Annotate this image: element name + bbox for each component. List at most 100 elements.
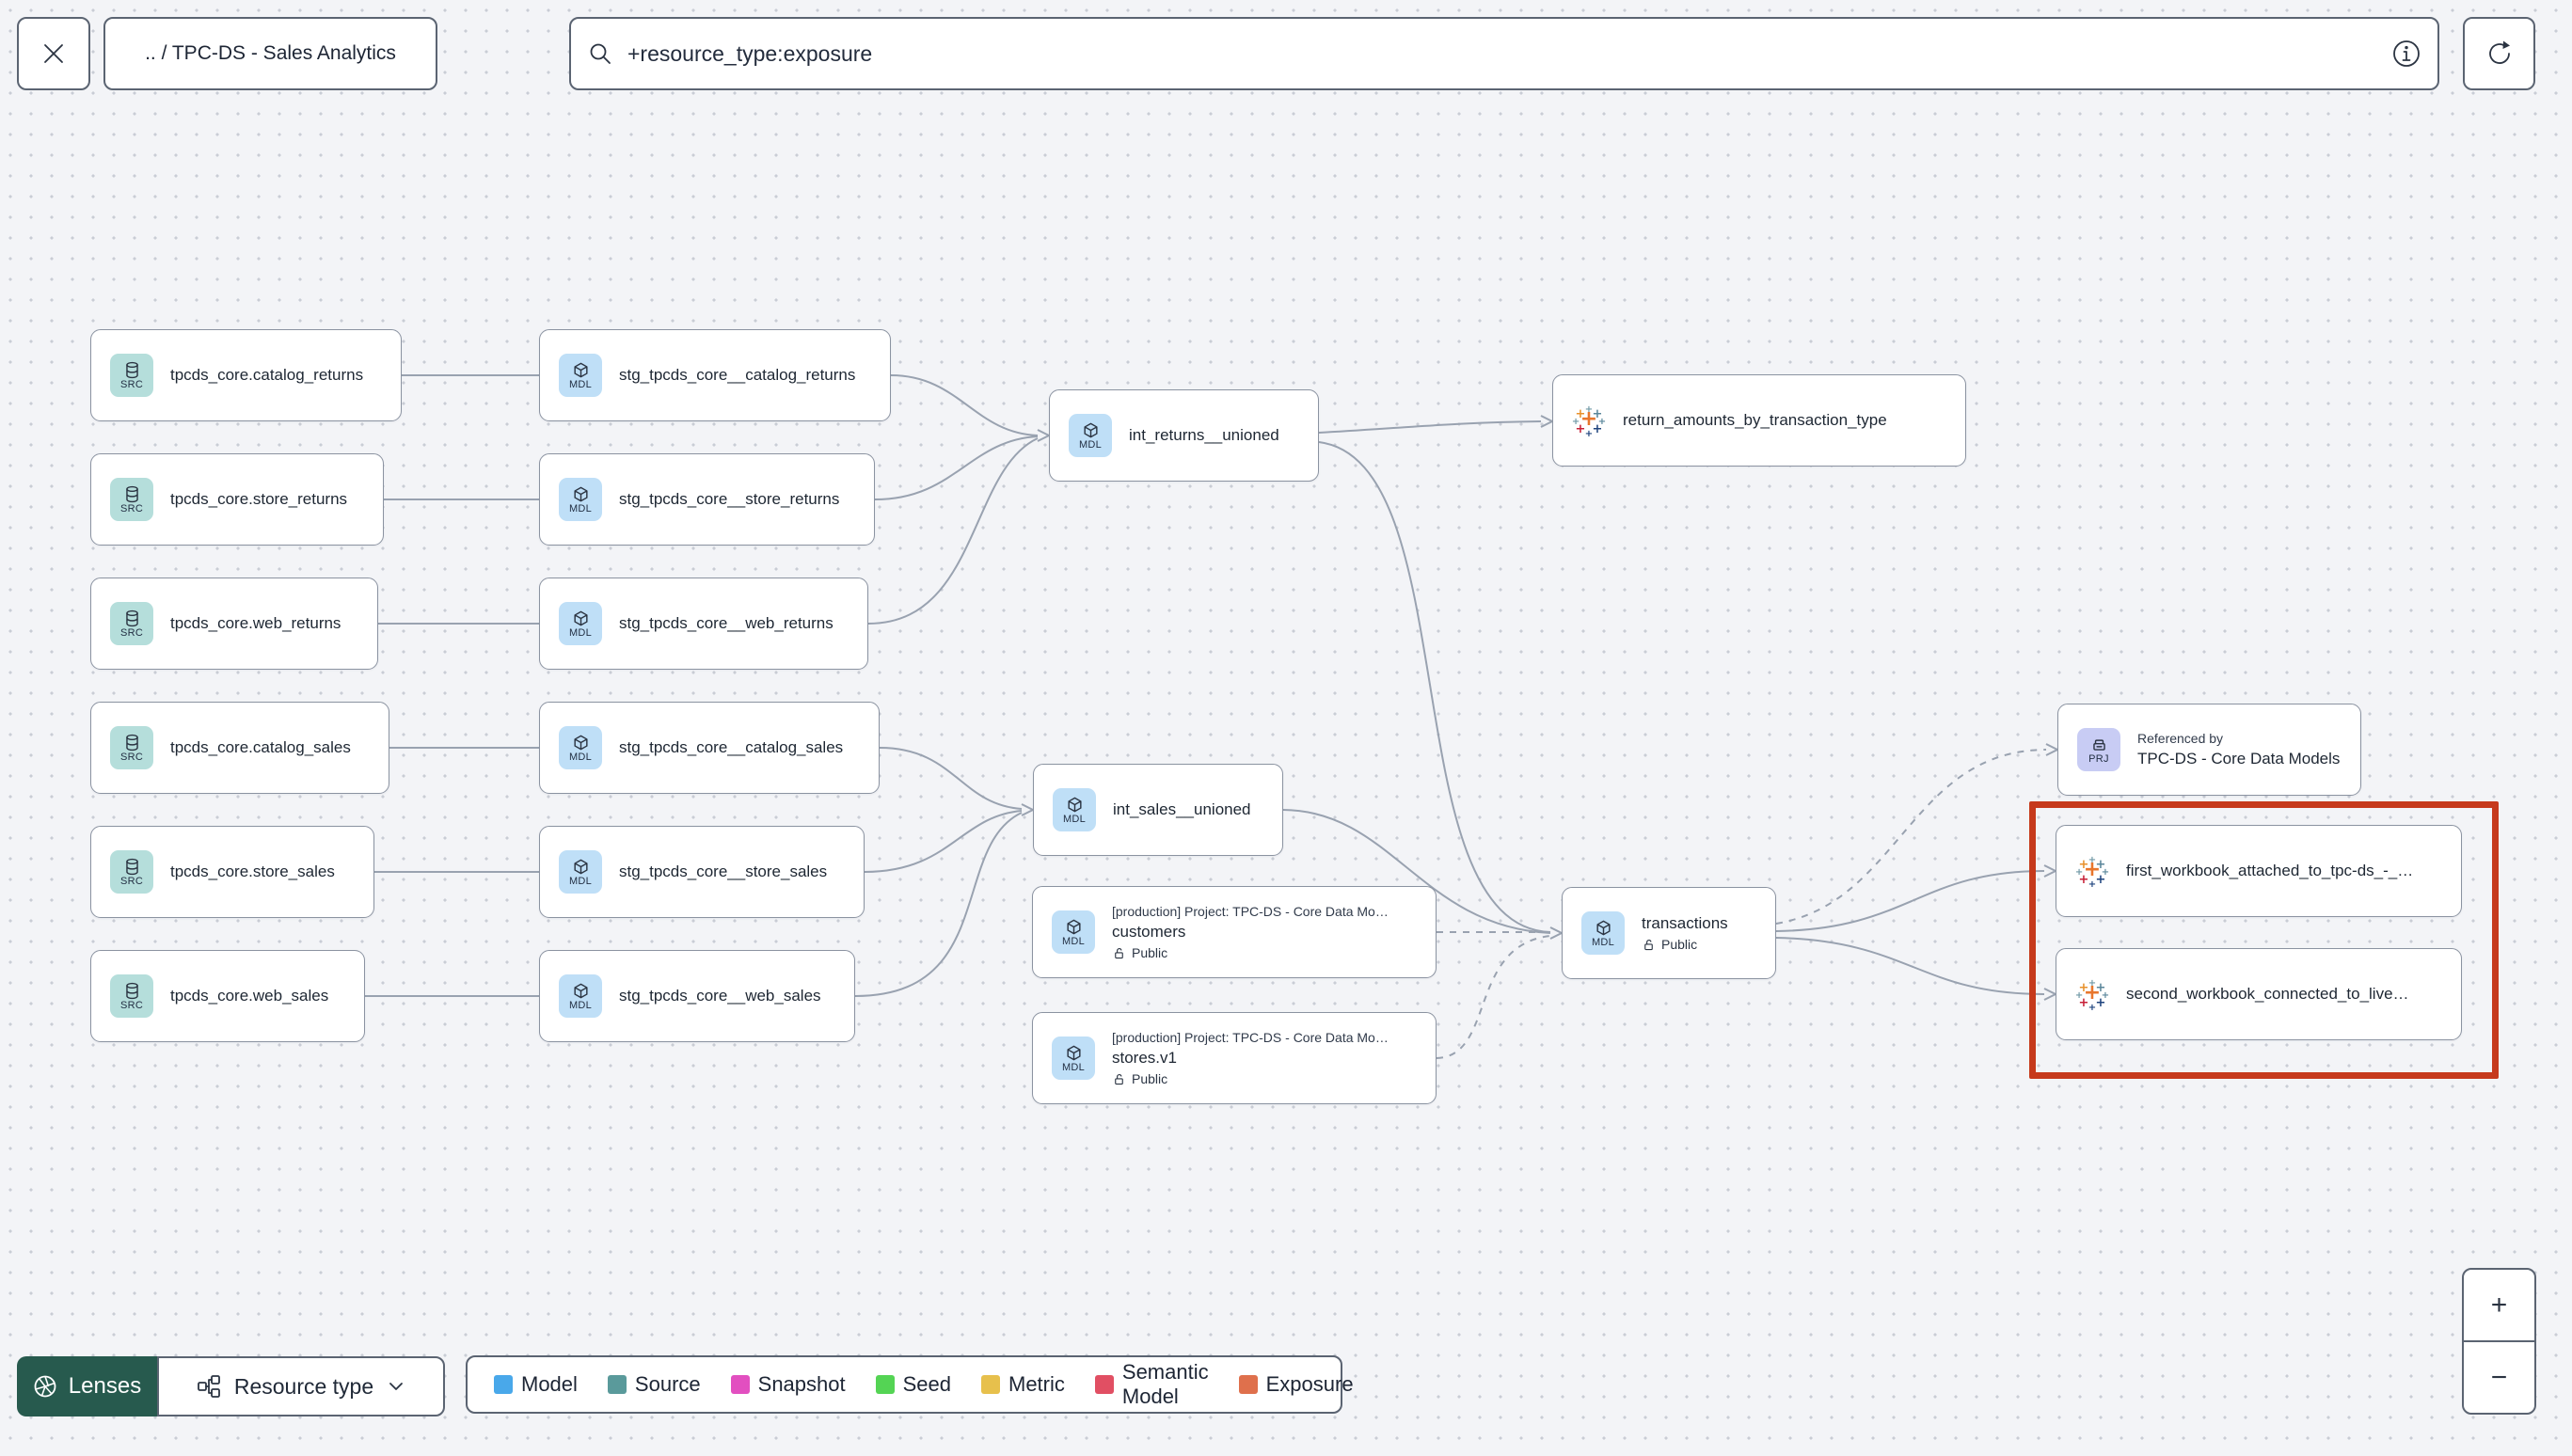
svg-text:+: + bbox=[2079, 981, 2089, 995]
model-chip: MDL bbox=[559, 478, 602, 521]
legend: Model Source Snapshot Seed Metric Semant… bbox=[466, 1355, 1354, 1414]
project-chip: PRJ bbox=[2077, 728, 2120, 771]
refresh-button[interactable] bbox=[2463, 17, 2535, 90]
resource-type-dropdown[interactable]: Resource type bbox=[157, 1356, 445, 1416]
svg-text:+: + bbox=[2096, 996, 2106, 1010]
node-label: first_workbook_attached_to_tpc-ds_-_… bbox=[2126, 862, 2414, 879]
svg-text:+: + bbox=[1593, 422, 1603, 436]
node-model[interactable]: MDL stg_tpcds_core__catalog_returns bbox=[539, 329, 891, 421]
zoom-out-button[interactable]: − bbox=[2464, 1342, 2534, 1413]
lock-open-icon bbox=[1115, 1073, 1123, 1084]
seed-swatch bbox=[875, 1375, 895, 1394]
cube-icon bbox=[1066, 919, 1081, 934]
semantic-model-swatch bbox=[1094, 1375, 1114, 1394]
svg-text:+: + bbox=[2079, 996, 2089, 1010]
model-chip: MDL bbox=[1052, 910, 1095, 954]
source-chip: SRC bbox=[110, 974, 153, 1018]
database-icon bbox=[125, 361, 138, 378]
cube-icon bbox=[1083, 422, 1098, 437]
svg-text:+: + bbox=[1585, 429, 1593, 437]
model-chip: MDL bbox=[1069, 414, 1112, 457]
snapshot-swatch bbox=[730, 1375, 750, 1394]
node-exposure[interactable]: + + + + + + + + + return_amounts_by_tran… bbox=[1552, 374, 1966, 467]
svg-text:+: + bbox=[2088, 879, 2096, 888]
node-source[interactable]: SRC tpcds_core.web_sales bbox=[90, 950, 365, 1042]
node-source[interactable]: SRC tpcds_core.catalog_sales bbox=[90, 702, 389, 794]
node-label: stg_tpcds_core__store_returns bbox=[619, 490, 840, 508]
model-chip: MDL bbox=[559, 602, 602, 645]
cube-icon bbox=[1596, 920, 1611, 935]
node-source[interactable]: SRC tpcds_core.store_returns bbox=[90, 453, 384, 546]
node-source[interactable]: SRC tpcds_core.catalog_returns bbox=[90, 329, 402, 421]
search-icon bbox=[590, 43, 611, 64]
svg-text:+: + bbox=[2084, 858, 2101, 881]
access-badge: Public bbox=[1112, 1071, 1389, 1086]
search-input[interactable] bbox=[626, 40, 2379, 68]
breadcrumb[interactable]: .. / TPC-DS - Sales Analytics bbox=[103, 17, 437, 90]
legend-item-source: Source bbox=[607, 1372, 701, 1397]
node-exposure[interactable]: + + + + + + + + + second_workbook_connec… bbox=[2056, 948, 2462, 1040]
svg-text:+: + bbox=[1576, 407, 1586, 421]
node-label: tpcds_core.store_sales bbox=[170, 863, 335, 880]
node-source[interactable]: SRC tpcds_core.store_sales bbox=[90, 826, 374, 918]
model-chip: MDL bbox=[1052, 1037, 1095, 1080]
cube-icon bbox=[573, 486, 588, 501]
node-model[interactable]: MDL stg_tpcds_core__store_returns bbox=[539, 453, 875, 546]
node-model[interactable]: MDL [production] Project: TPC-DS - Core … bbox=[1032, 1012, 1437, 1104]
cube-icon bbox=[573, 362, 588, 377]
node-label: stg_tpcds_core__web_returns bbox=[619, 614, 834, 632]
database-icon bbox=[125, 982, 138, 999]
node-label: int_returns__unioned bbox=[1129, 426, 1279, 444]
access-badge: Public bbox=[1642, 937, 1728, 952]
resource-type-label: Resource type bbox=[233, 1373, 374, 1399]
svg-text:+: + bbox=[2088, 978, 2096, 989]
node-source[interactable]: SRC tpcds_core.web_returns bbox=[90, 578, 378, 670]
source-chip: SRC bbox=[110, 478, 153, 521]
node-model[interactable]: MDL transactions Public bbox=[1562, 887, 1776, 979]
node-project[interactable]: PRJ Referenced by TPC-DS - Core Data Mod… bbox=[2057, 704, 2361, 796]
lock-open-icon bbox=[1115, 947, 1123, 958]
project-line: [production] Project: TPC-DS - Core Data… bbox=[1112, 1030, 1389, 1045]
node-model[interactable]: MDL stg_tpcds_core__web_returns bbox=[539, 578, 868, 670]
node-model[interactable]: MDL int_returns__unioned bbox=[1049, 389, 1319, 482]
node-model[interactable]: MDL int_sales__unioned bbox=[1033, 764, 1283, 856]
node-label: tpcds_core.web_returns bbox=[170, 614, 341, 632]
info-icon[interactable] bbox=[2392, 40, 2421, 68]
source-chip: SRC bbox=[110, 726, 153, 769]
svg-text:+: + bbox=[2088, 1003, 2096, 1011]
node-exposure[interactable]: + + + + + + + + + first_workbook_attache… bbox=[2056, 825, 2462, 917]
node-label: tpcds_core.catalog_returns bbox=[170, 366, 364, 384]
model-swatch bbox=[494, 1375, 513, 1394]
node-label: stg_tpcds_core__catalog_returns bbox=[619, 366, 856, 384]
search-bar[interactable] bbox=[569, 17, 2439, 90]
project-line: [production] Project: TPC-DS - Core Data… bbox=[1112, 904, 1389, 919]
svg-text:+: + bbox=[1598, 417, 1606, 427]
source-chip: SRC bbox=[110, 850, 153, 894]
lenses-button[interactable]: Lenses bbox=[17, 1356, 157, 1416]
zoom-in-button[interactable]: + bbox=[2464, 1270, 2534, 1342]
database-icon bbox=[125, 734, 138, 751]
svg-text:+: + bbox=[1593, 407, 1603, 421]
close-button[interactable] bbox=[17, 17, 90, 90]
source-chip: SRC bbox=[110, 354, 153, 397]
svg-text:+: + bbox=[2075, 990, 2083, 1001]
node-model[interactable]: MDL stg_tpcds_core__web_sales bbox=[539, 950, 855, 1042]
svg-text:+: + bbox=[2084, 981, 2101, 1005]
metric-swatch bbox=[981, 1375, 1000, 1394]
model-chip: MDL bbox=[559, 354, 602, 397]
node-label: stg_tpcds_core__catalog_sales bbox=[619, 738, 844, 756]
exposure-swatch bbox=[1238, 1375, 1258, 1394]
svg-text:+: + bbox=[2102, 867, 2109, 878]
node-label: tpcds_core.store_returns bbox=[170, 490, 348, 508]
svg-text:+: + bbox=[1580, 407, 1597, 431]
database-icon bbox=[125, 858, 138, 875]
tableau-icon: + + + + + + + + + bbox=[2075, 855, 2109, 888]
svg-text:+: + bbox=[2079, 873, 2089, 887]
node-label: second_workbook_connected_to_live… bbox=[2126, 985, 2409, 1003]
svg-text:+: + bbox=[2075, 867, 2083, 878]
node-model[interactable]: MDL [production] Project: TPC-DS - Core … bbox=[1032, 886, 1437, 978]
node-model[interactable]: MDL stg_tpcds_core__store_sales bbox=[539, 826, 865, 918]
node-model[interactable]: MDL stg_tpcds_core__catalog_sales bbox=[539, 702, 880, 794]
cube-icon bbox=[573, 735, 588, 750]
database-icon bbox=[125, 609, 138, 626]
